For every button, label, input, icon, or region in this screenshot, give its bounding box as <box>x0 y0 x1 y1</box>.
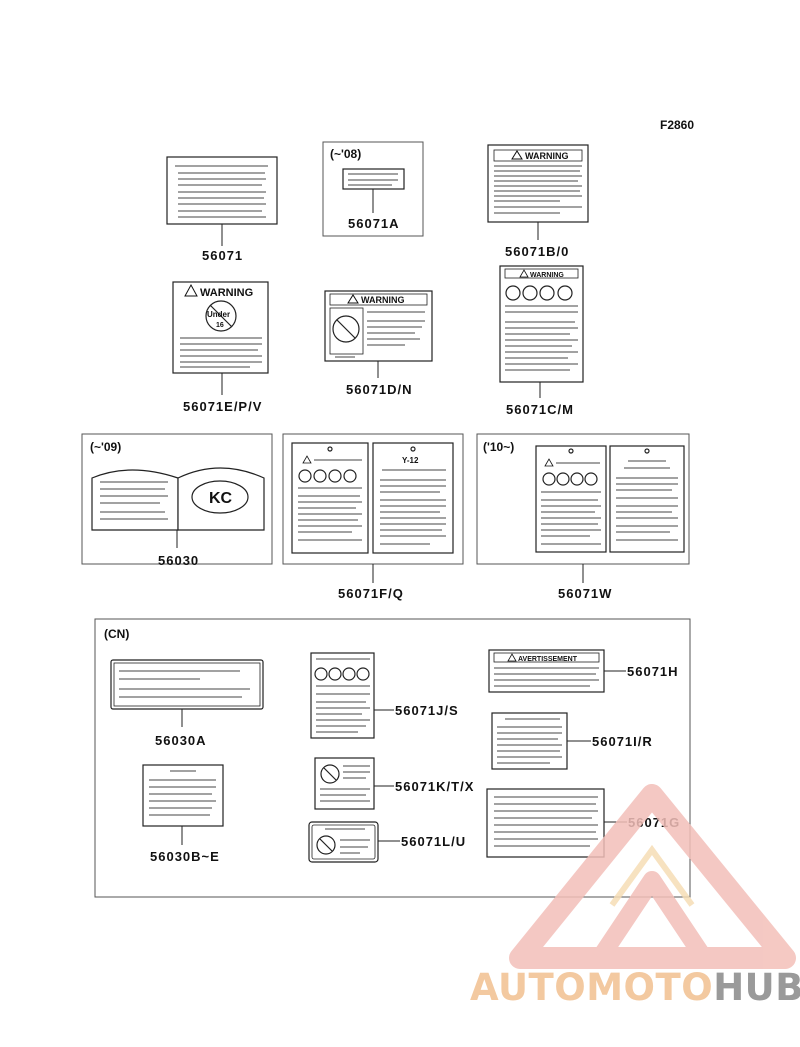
label-56071DN: WARNING <box>324 290 433 362</box>
label-56071KTX <box>314 757 375 810</box>
label-56071EPV: WARNING Under 16 <box>172 281 269 374</box>
label-56071CM: WARNING <box>499 265 584 383</box>
part-56071CM: 56071C/M <box>506 402 574 417</box>
label-56030A <box>110 659 264 710</box>
kc-logo-text: KC <box>209 490 233 507</box>
label-56071JS <box>310 652 375 739</box>
part-56030A: 56030A <box>155 733 207 748</box>
warning-text-epv: WARNING <box>200 287 253 299</box>
part-56071KTX: 56071K/T/X <box>395 779 474 794</box>
figure-code: F2860 <box>660 118 694 132</box>
label-56071FQ: Y-12 <box>291 442 454 554</box>
label-56030: KC <box>91 467 265 531</box>
part-56071LU: 56071L/U <box>401 834 466 849</box>
watermark-logo <box>509 784 796 969</box>
label-56030BE <box>142 764 224 827</box>
warning-text-cm: WARNING <box>530 272 564 279</box>
part-56071FQ: 56071F/Q <box>338 586 404 601</box>
watermark-text: AUTOMOTOHUB <box>470 966 800 1009</box>
part-56071W: 56071W <box>558 586 612 601</box>
label-56071A <box>342 168 405 190</box>
part-56071H: 56071H <box>627 664 679 679</box>
group-label-09: (~'09) <box>90 440 121 454</box>
warning-text-dn: WARNING <box>361 295 405 305</box>
part-56071DN: 56071D/N <box>346 382 413 397</box>
label-56071IR <box>491 712 568 770</box>
warning-text: WARNING <box>525 151 569 161</box>
label-56071 <box>166 156 278 225</box>
part-56071A: 56071A <box>348 216 400 231</box>
group-frame-09 <box>81 433 273 565</box>
part-56071EPV: 56071E/P/V <box>183 399 262 414</box>
under-text: Under <box>207 310 230 319</box>
watermark-text-part2: HUB <box>713 966 800 1009</box>
part-56030: 56030 <box>158 553 199 568</box>
y12-text: Y-12 <box>402 456 419 465</box>
group-label-10: ('10~) <box>483 440 514 454</box>
label-56071G <box>486 788 605 858</box>
label-56071LU <box>308 821 379 863</box>
age-text: 16 <box>216 322 224 329</box>
part-56071IR: 56071I/R <box>592 734 653 749</box>
group-label-cn: (CN) <box>104 627 129 641</box>
part-56071B0: 56071B/0 <box>505 244 569 259</box>
label-56071H: AVERTISSEMENT <box>488 649 605 693</box>
part-56071: 56071 <box>202 248 243 263</box>
avertissement-text: AVERTISSEMENT <box>518 656 578 663</box>
group-frame-08 <box>322 141 424 237</box>
part-56030BE: 56030B~E <box>150 849 220 864</box>
label-56071B0: WARNING <box>487 144 589 223</box>
label-56071W <box>535 445 685 553</box>
watermark-text-part1: AUTOMOTO <box>470 966 713 1009</box>
part-56071JS: 56071J/S <box>395 703 459 718</box>
group-frame-cn <box>94 618 691 898</box>
group-label-08: (~'08) <box>330 147 361 161</box>
